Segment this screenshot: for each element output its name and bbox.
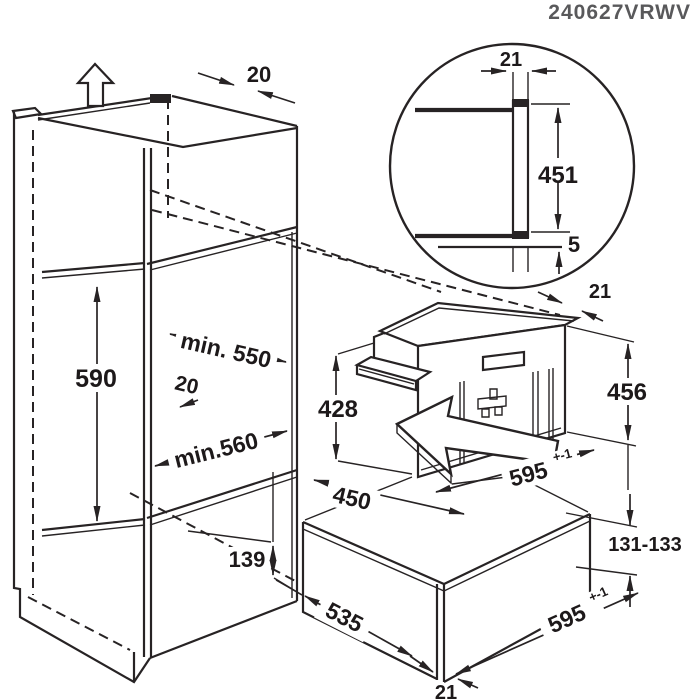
projection-line-front (151, 209, 561, 316)
dim-appl-height-ext (337, 342, 413, 475)
dim-niche-height-label: 590 (75, 365, 117, 393)
label-bg (172, 324, 280, 375)
detail-5-label: 5 (568, 232, 580, 257)
detail-451-extensions (531, 103, 570, 233)
dimensions: 20 590 min. 550 20 min.560 428 (71, 62, 691, 700)
dim-appl-depth-label: 450 (330, 481, 373, 515)
dim-niche-width-label: min.560 (171, 427, 260, 473)
up-arrow-icon (75, 62, 116, 108)
label-bg (539, 158, 579, 182)
cabinet-top-front-edge-inner (37, 102, 151, 121)
drawer-top-edge-inner (302, 520, 591, 592)
cabinet-top-inner-edges (37, 116, 298, 149)
cabinet-hidden-edge (27, 596, 131, 651)
detail-451-label: 451 (538, 162, 578, 189)
dim-plinth-ext (272, 472, 303, 596)
dim-drawer-width-group: 595 +-1 (535, 583, 610, 642)
spout-nozzles (481, 406, 503, 418)
label-bg (535, 589, 607, 642)
dim-reargap-group: 20 (173, 372, 201, 400)
appliance-top-rim (383, 307, 575, 335)
detail-circle: 451 21 5 (388, 42, 636, 290)
dim-front-height-label: 456 (607, 379, 647, 406)
tray-bracket (372, 331, 385, 358)
appliance-display (481, 350, 526, 372)
dim-niche-depth-label: min. 550 (178, 327, 274, 373)
dim-drawer-height-label: 131-133 (608, 534, 681, 556)
dim-reargap-arrow (179, 398, 199, 408)
detail-trim-strip (511, 100, 530, 238)
projection-line-top (149, 189, 442, 293)
dim-appl-width-tol: +-1 (551, 445, 573, 464)
cabinet-top-slab (11, 106, 44, 120)
top-trim-block (150, 94, 171, 103)
detail-21-label: 21 (500, 49, 522, 71)
cabinet-left-edge (12, 112, 151, 684)
appliance-top-face (377, 301, 582, 348)
dim-bottom-trim-arrow2 (457, 678, 479, 689)
detail-extension-verticals (512, 72, 529, 272)
label-bg (314, 395, 362, 422)
dim-appl-width-label: 595 (506, 456, 550, 491)
niche-ceiling-edge (41, 225, 298, 274)
cabinet-top-right-edge (171, 94, 298, 128)
label-bg (323, 479, 382, 517)
niche-ceiling-edge-inner (41, 232, 298, 279)
dim-bottom-trim-arrow1 (409, 655, 434, 673)
dim-niche-width-group: min.560 (165, 424, 268, 475)
dim-bottom-trim-label: 21 (435, 682, 457, 700)
cup-tray-top (354, 355, 433, 383)
label-bg (499, 446, 582, 494)
cup-tray-front-line (358, 368, 415, 385)
cup-tray-front (355, 365, 418, 392)
dim-topgap-arrow2 (257, 90, 296, 104)
dim-appl-height-label: 428 (318, 396, 358, 423)
dim-reargap-label: 20 (173, 372, 201, 400)
model-code: 240627VRWV (548, 1, 691, 24)
spout-button (489, 388, 498, 400)
dim-appl-trim-arrow2 (581, 310, 604, 322)
dim-niche-depth-group: min. 550 (172, 324, 280, 375)
dim-drawer-depth-group: 535 (314, 593, 376, 643)
dim-appl-trim-arrow1 (537, 291, 563, 304)
label-bg (224, 547, 269, 571)
label-bg (314, 593, 376, 643)
dim-front-height-ext (566, 325, 637, 490)
label-bg (602, 378, 652, 405)
drawer-left-face (301, 522, 438, 680)
label-bg (71, 364, 121, 392)
dim-appl-trim-label: 21 (589, 281, 611, 303)
label-bg (601, 533, 691, 555)
dim-topgap-label: 20 (247, 62, 271, 87)
coffee-spout (477, 395, 507, 410)
niche-floor-edge (41, 468, 298, 532)
dim-drawer-width-tol: +-1 (586, 583, 610, 604)
label-bg (165, 424, 268, 475)
niche-floor-edge-inner (41, 476, 298, 537)
dim-topgap-arrow1 (197, 72, 235, 86)
dim-drawer-height-ext (565, 512, 638, 576)
cabinet-base-edge (149, 599, 298, 660)
cabinet-column (11, 94, 561, 684)
drawer-top-edge (302, 513, 591, 586)
dim-appl-depth-group: 450 (323, 479, 382, 517)
plinth-extension-line (187, 530, 272, 543)
dim-plinth-label: 139 (229, 547, 266, 572)
